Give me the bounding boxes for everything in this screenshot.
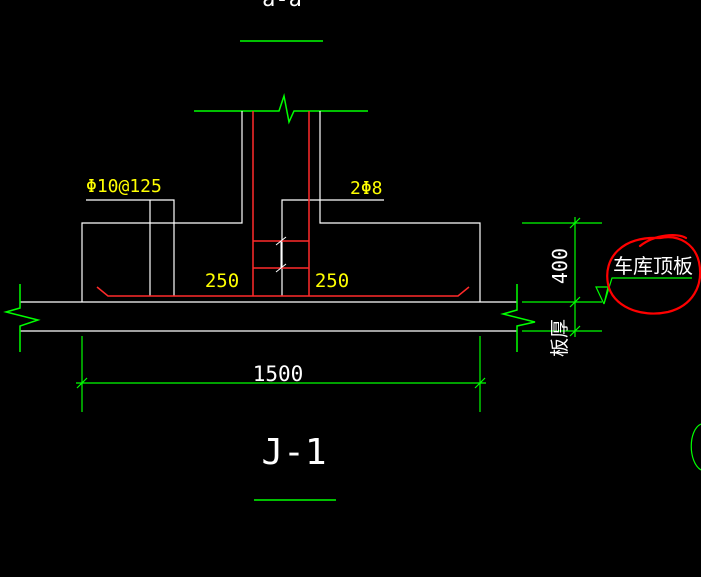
markup-circle: [606, 234, 701, 315]
dim-vertical-tick-bottom: [569, 325, 581, 337]
dim-vertical-tick-top: [569, 217, 581, 229]
callout-leader: [595, 277, 692, 305]
rebar-label-phi10: Φ10@125: [86, 176, 162, 197]
edge-circle-partial: [690, 423, 701, 471]
dim-250-right: 250: [315, 270, 349, 292]
callout-label-text: 车库顶板: [613, 254, 693, 278]
plate-thickness-text: 板厚: [549, 319, 571, 357]
column-break-line: [194, 93, 368, 125]
rebar-label-2phi8: 2Φ8: [350, 178, 383, 199]
dim-vertical-tick-mid: [569, 296, 581, 308]
dim-1500-tick-right: [474, 377, 486, 389]
dim-400-text: 400: [548, 248, 572, 284]
leader-2phi8: [281, 199, 384, 296]
dim-250-left: 250: [205, 270, 239, 292]
slab-break-left: [3, 284, 41, 352]
dim-1500-tick-left: [76, 377, 88, 389]
dim-1500-text: 1500: [253, 362, 304, 386]
leader-phi10: [86, 199, 175, 296]
stirrup-dim-tick-1: [275, 236, 287, 246]
slab-break-right: [500, 284, 536, 352]
footing-outline-right: [319, 111, 481, 302]
section-mark-top: a-a: [262, 0, 302, 12]
stirrup-dim-tick-2: [275, 263, 287, 273]
footing-outline: [81, 111, 243, 302]
bottom-rebar: [96, 286, 470, 297]
detail-title: J-1: [261, 432, 326, 473]
